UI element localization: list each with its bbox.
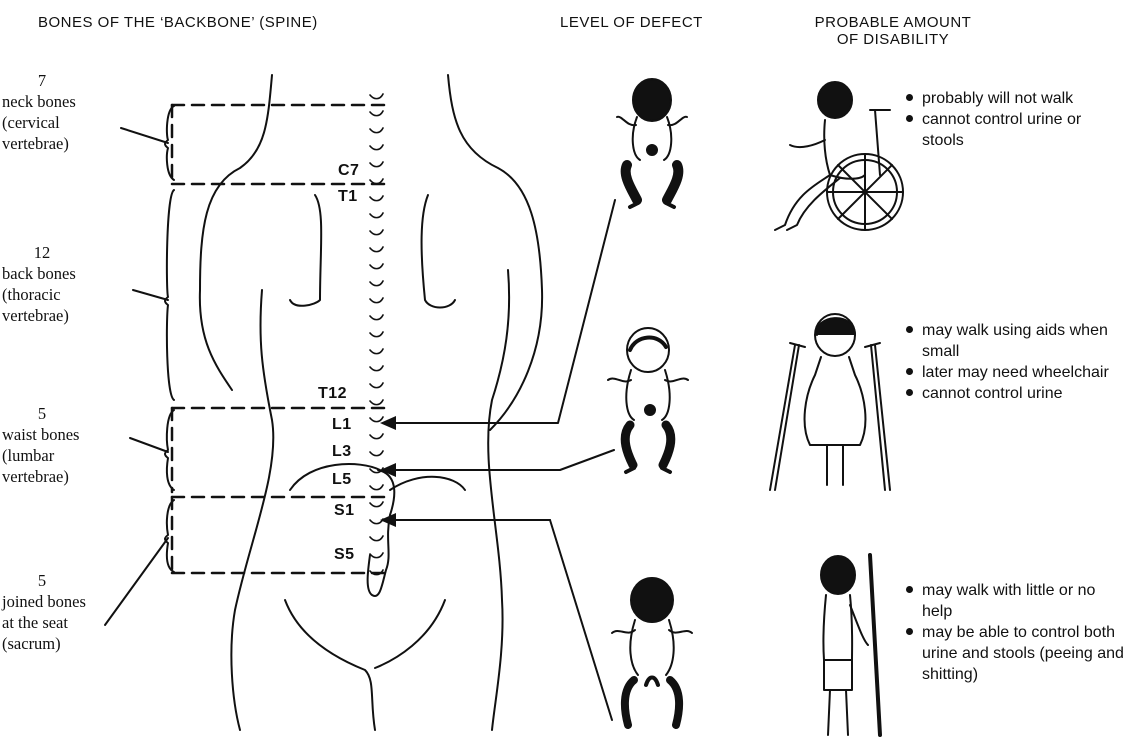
vertebra-label-c7: C7 (338, 162, 359, 180)
vertebra-mark (370, 536, 383, 541)
vertebra-mark (370, 383, 383, 388)
region-line: (sacrum) (2, 634, 61, 653)
region-line: vertebrae) (2, 134, 69, 153)
region-line: at the seat (2, 613, 68, 632)
vertebra-mark (370, 145, 383, 150)
region-line: back bones (2, 264, 76, 283)
disability-list-low: may walk with little or no help may be a… (904, 580, 1126, 685)
region-line: joined bones (2, 592, 86, 611)
vertebra-label-l3: L3 (332, 443, 352, 461)
vertebra-mark (370, 332, 383, 337)
disability-item: may walk using aids when small (904, 320, 1114, 362)
disability-list-high: probably will not walk cannot control ur… (904, 88, 1114, 151)
vertebra-mark (370, 247, 383, 252)
vertebra-label-l5: L5 (332, 471, 352, 489)
vertebra-mark (370, 281, 383, 286)
child-wheelchair-icon (775, 82, 903, 230)
region-count: 5 (2, 570, 82, 591)
vertebra-label-s5: S5 (334, 546, 355, 564)
vertebra-mark (370, 94, 383, 99)
region-braces (105, 106, 174, 625)
vertebra-mark (370, 315, 383, 320)
vertebra-mark (370, 213, 383, 218)
vertebra-mark (370, 128, 383, 133)
spinal-column (370, 94, 383, 575)
region-label-cervical: 7 neck bones (cervical vertebrae) (2, 70, 82, 154)
region-line: (cervical (2, 113, 60, 132)
child-crutches-icon (770, 314, 890, 490)
vertebra-mark (370, 349, 383, 354)
region-count: 12 (2, 242, 82, 263)
disability-list-middle: may walk using aids when small later may… (904, 320, 1114, 404)
region-label-sacrum: 5 joined bones at the seat (sacrum) (2, 570, 86, 654)
region-count: 5 (2, 403, 82, 424)
vertebra-mark (370, 366, 383, 371)
vertebra-label-t12: T12 (318, 385, 347, 403)
vertebra-mark (370, 162, 383, 167)
disability-item: may be able to control both urine and st… (904, 622, 1126, 685)
vertebra-label-l1: L1 (332, 416, 352, 434)
child-stick-icon (821, 555, 880, 735)
vertebra-mark (370, 553, 383, 558)
region-line: vertebrae) (2, 467, 69, 486)
region-line: (thoracic (2, 285, 61, 304)
vertebra-label-s1: S1 (334, 502, 355, 520)
vertebra-mark (370, 434, 383, 439)
baby-2-icon (608, 328, 688, 472)
vertebra-mark (370, 485, 383, 490)
disability-item: later may need wheelchair (904, 362, 1114, 383)
vertebra-mark (370, 264, 383, 269)
region-label-thoracic: 12 back bones (thoracic vertebrae) (2, 242, 82, 326)
region-line: neck bones (2, 92, 76, 111)
region-count: 7 (2, 70, 82, 91)
baby-1-icon (617, 79, 687, 207)
disability-item: probably will not walk (904, 88, 1114, 109)
vertebra-mark (370, 230, 383, 235)
vertebra-mark (370, 417, 383, 422)
region-line: vertebrae) (2, 306, 69, 325)
vertebra-mark (370, 298, 383, 303)
region-line: waist bones (2, 425, 79, 444)
level-arrows (386, 200, 615, 720)
vertebra-label-t1: T1 (338, 188, 358, 206)
baby-3-icon (612, 578, 692, 725)
disability-item: may walk with little or no help (904, 580, 1126, 622)
disability-item: cannot control urine (904, 383, 1114, 404)
vertebra-mark (370, 502, 383, 507)
region-line: (lumbar (2, 446, 54, 465)
region-label-lumbar: 5 waist bones (lumbar vertebrae) (2, 403, 82, 487)
vertebra-mark (370, 111, 383, 116)
disability-item: cannot control urine or stools (904, 109, 1114, 151)
vertebra-mark (370, 196, 383, 201)
vertebra-mark (370, 400, 383, 405)
vertebra-mark (370, 451, 383, 456)
